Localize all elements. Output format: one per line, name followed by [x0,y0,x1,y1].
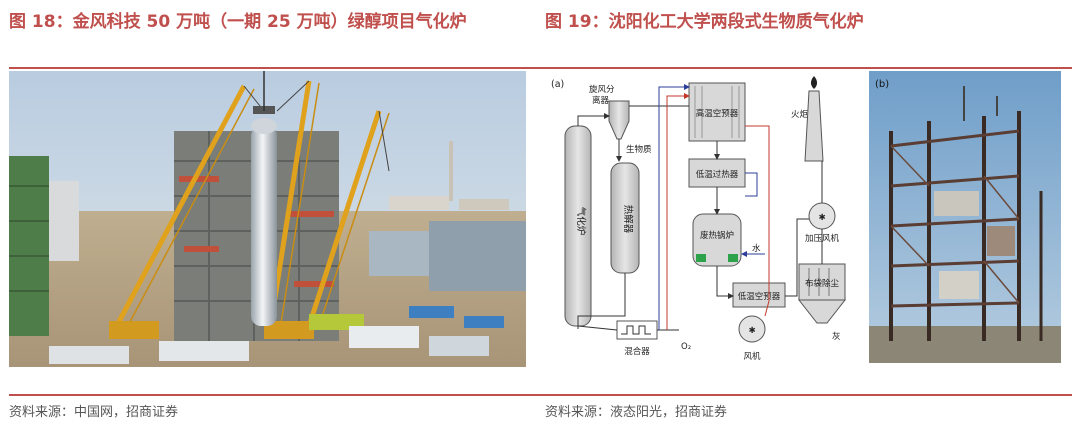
o2-label: O₂ [681,342,691,352]
low-temp-preheater-label: 低温空预器 [738,291,781,302]
construction-photo-illustration [9,71,526,367]
waste-heat-boiler-label: 废热锅炉 [700,230,734,241]
flare-stack [804,90,824,162]
fan [738,315,766,343]
ash-label: 灰 [832,331,841,342]
two-stage-gasifier-schematic: (a) 气化炉 热解器 旋风分 离器 生物质 高温空预器 低温过热器 废热锅炉 … [547,71,863,367]
bottom-divider [9,394,1072,396]
flare-label: 火炬 [791,109,809,120]
pyrolyzer-label: 热解器 [622,205,634,234]
figure-19-title: 图 19：沈阳化工大学两段式生物质气化炉 [545,12,864,32]
low-temp-superheater [688,158,746,188]
low-temp-superheater-label: 低温过热器 [696,169,739,180]
low-temp-preheater [732,282,786,308]
figure-19-source: 资料来源：液态阳光，招商证券 [545,405,728,420]
svg-text:✱: ✱ [748,326,755,336]
figure-18-title: 图 18：金风科技 50 万吨（一期 25 万吨）绿醇项目气化炉 [9,12,467,32]
cyclone-label-line2: 离器 [592,95,610,106]
figure-18-source: 资料来源：中国网，招商证券 [9,405,179,420]
mixer [616,320,658,340]
biomass-label: 生物质 [626,144,652,155]
fan-label: 风机 [743,351,761,362]
panel-a-label: (a) [551,79,564,90]
bag-filter-label: 布袋除尘 [805,278,840,289]
cyclone-separator [608,100,630,140]
mixer-label: 混合器 [624,346,650,357]
gasifier-label: 气化炉 [575,207,587,236]
panel-b-label: (b) [875,79,889,90]
svg-text:✱: ✱ [818,213,825,223]
high-temp-preheater-label: 高温空预器 [696,108,739,119]
gasifier-construction-photo [9,71,526,367]
water-label: 水 [752,243,761,254]
gasifier-site-photo: (b) [869,71,1061,363]
flow-lines [577,105,823,331]
flame-icon [810,76,818,89]
top-divider [9,67,1072,69]
cyclone-label-line1: 旋风分 [589,84,615,95]
